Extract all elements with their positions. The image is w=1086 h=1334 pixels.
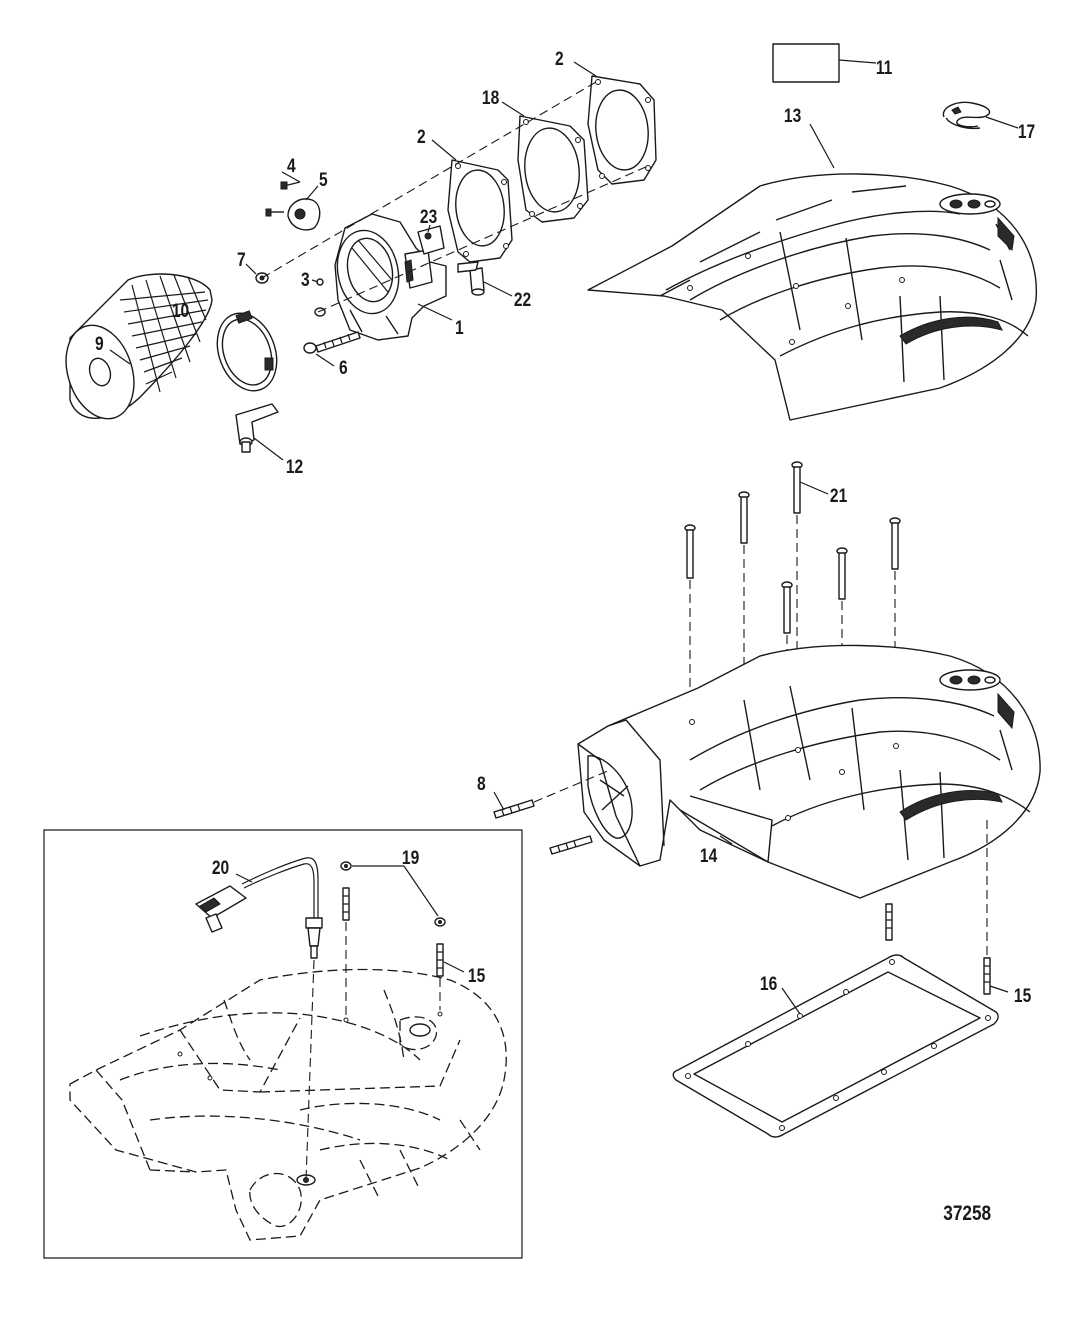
callout-14: 14 [700, 845, 718, 867]
part-15-studs-right [885, 903, 1009, 995]
callout-11: 11 [876, 57, 893, 79]
part-16-gasket [672, 954, 999, 1138]
callout-15b: 15 [1014, 985, 1032, 1007]
inset-detail-box [43, 829, 523, 1259]
part-22-fitting [457, 261, 513, 297]
part-21-bolts [684, 461, 901, 634]
callout-20: 20 [212, 857, 229, 879]
part-20-temp-sensor [195, 857, 323, 959]
callout-3: 3 [301, 269, 310, 291]
part-9-air-filter [65, 273, 213, 420]
part-19-nuts [340, 861, 446, 927]
part-14-plenum-base [577, 644, 1041, 899]
part-10-clamp [216, 310, 278, 392]
callout-5: 5 [319, 169, 328, 191]
part-5-tps-sensor [265, 185, 321, 231]
part-11-decal [772, 43, 877, 83]
callout-1: 1 [455, 317, 464, 339]
callout-15a: 15 [468, 965, 486, 987]
part-2-gasket-front [431, 139, 513, 263]
callout-4: 4 [287, 155, 296, 177]
callout-labels: 1 2 2 3 4 5 6 7 8 9 10 11 12 13 14 15 15… [95, 48, 1035, 1226]
part-17-clip [942, 101, 1019, 130]
callout-7: 7 [237, 249, 246, 271]
callout-17: 17 [1018, 121, 1035, 143]
callout-21: 21 [830, 485, 848, 507]
part-7-nut [245, 263, 269, 284]
part-6-bolt [303, 307, 361, 367]
callout-22: 22 [514, 289, 531, 311]
figure-number: 37258 [943, 1203, 991, 1226]
callout-16: 16 [760, 973, 778, 995]
part-1-throttle-body [334, 213, 453, 341]
part-23-plug [424, 224, 432, 240]
part-15-studs-inset [342, 887, 465, 977]
callout-23: 23 [420, 206, 438, 228]
part-4-screw [280, 171, 301, 190]
part-12-bracket [235, 403, 284, 461]
callout-19: 19 [402, 847, 420, 869]
callout-9: 9 [95, 333, 104, 355]
part-3-ball [311, 278, 324, 286]
callout-6: 6 [339, 357, 348, 379]
callout-10: 10 [172, 300, 189, 322]
callout-13: 13 [784, 105, 802, 127]
callout-2b: 2 [417, 126, 426, 148]
part-8-studs [493, 791, 593, 855]
part-18-gasket-spacer [501, 101, 589, 223]
part-2-gasket-rear [573, 61, 657, 185]
callout-18: 18 [482, 87, 500, 109]
part-13-plenum-cover [587, 123, 1038, 421]
callout-12: 12 [286, 456, 303, 478]
callout-2a: 2 [555, 48, 564, 70]
callout-8: 8 [477, 773, 486, 795]
phantom-plenum-outline [69, 968, 507, 1241]
